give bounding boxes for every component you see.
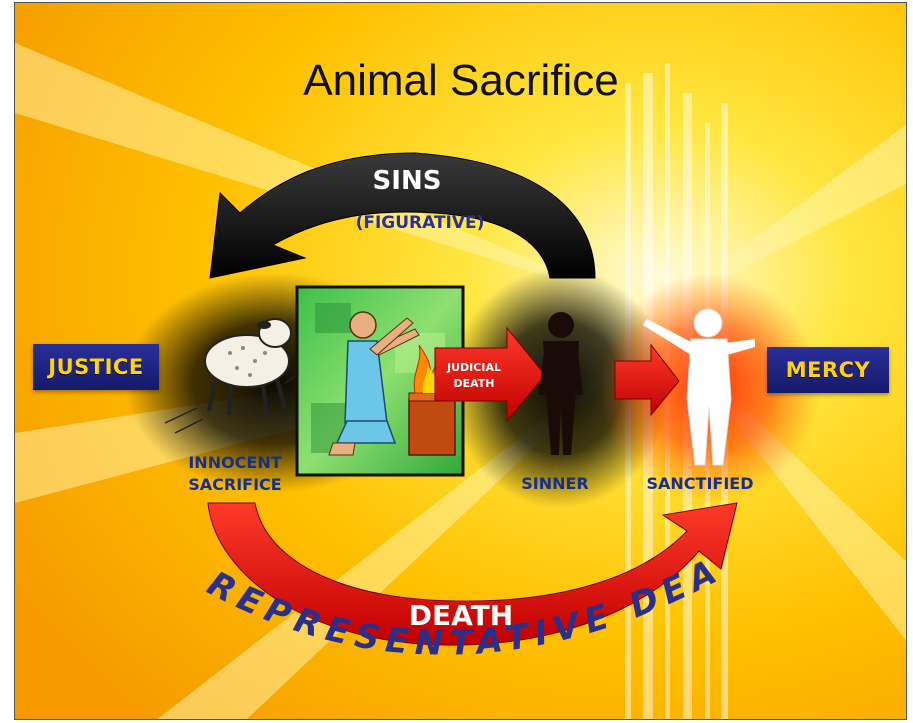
sins-label: SINS: [373, 166, 442, 196]
justice-box: JUSTICE: [33, 344, 159, 390]
death-label: DEATH: [409, 599, 513, 632]
lamb-icon: [164, 318, 308, 434]
diagram-canvas: Animal Sacrifice SINS (FIGURATIVE): [15, 3, 906, 719]
judicial-label: JUDICIAL: [446, 361, 501, 374]
sacrifice-label: SACRIFICE: [188, 475, 282, 494]
sanctified-caption: SANCTIFIED: [646, 474, 754, 493]
death-label-small: DEATH: [453, 377, 494, 390]
mercy-box: MERCY: [767, 347, 889, 393]
page-title: Animal Sacrifice: [303, 56, 618, 105]
sinner-caption: SINNER: [521, 474, 589, 493]
innocent-label: INNOCENT: [188, 453, 282, 472]
justice-label: JUSTICE: [48, 355, 144, 379]
sins-arrow: SINS (FIGURATIVE): [209, 152, 596, 279]
sanctified-figure-icon: [643, 308, 755, 466]
figurative-label: (FIGURATIVE): [356, 213, 485, 233]
death-arrow: DEATH: [207, 502, 738, 646]
transition-arrow: [614, 343, 680, 417]
judicial-death-arrow: JUDICIAL DEATH: [434, 326, 546, 423]
slide: Animal Sacrifice SINS (FIGURATIVE): [14, 2, 907, 720]
sinner-figure-icon: [539, 312, 583, 455]
innocent-sacrifice-caption: INNOCENT SACRIFICE: [165, 452, 305, 496]
mercy-label: MERCY: [785, 358, 871, 382]
